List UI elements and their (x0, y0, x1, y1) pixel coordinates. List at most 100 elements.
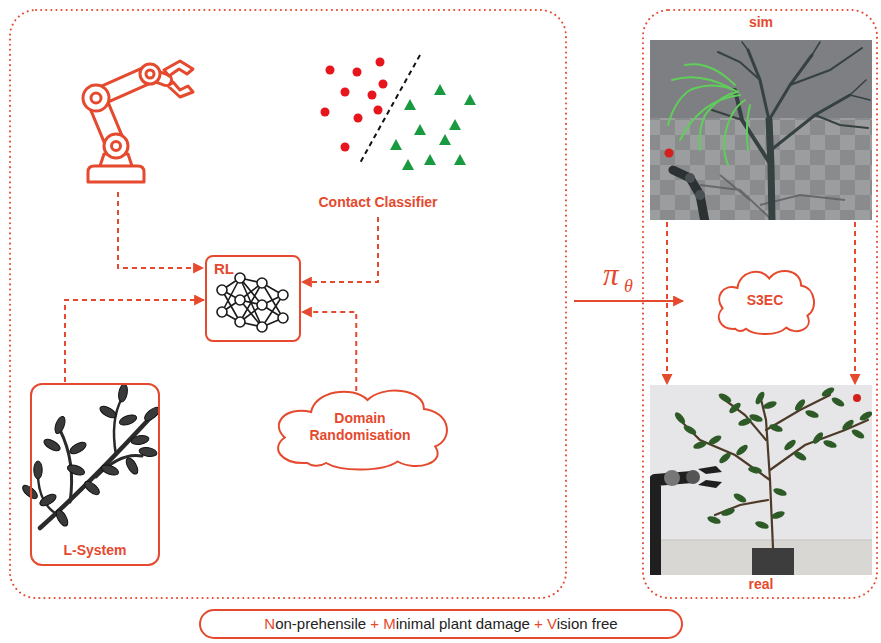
dashed-connector (302, 312, 356, 391)
summary-pill: Non-prehensile + Minimal plant damage + … (199, 609, 683, 639)
illustration-part (146, 70, 154, 78)
illustration-part (718, 451, 733, 465)
s3ec-cloud-text: S3EC (747, 292, 784, 309)
illustration-part (732, 492, 747, 505)
illustration-part (88, 166, 144, 182)
illustration-part (650, 540, 872, 541)
cloud-outline-path (278, 391, 447, 470)
illustration-part (353, 68, 362, 77)
illustration-part (698, 466, 722, 488)
summary-text-run: M (383, 615, 396, 632)
cloud-outline-path (719, 271, 814, 334)
illustration-part (770, 510, 785, 521)
illustration-part (38, 478, 58, 515)
policy-symbol: π (603, 259, 619, 290)
illustration-part (793, 398, 807, 413)
training-region (10, 10, 566, 598)
illustration-part (390, 139, 402, 150)
illustration-part (117, 383, 128, 402)
illustration-part (822, 439, 837, 450)
illustration-part (665, 149, 674, 158)
neural-network-icon (217, 273, 288, 332)
illustration-part (748, 466, 763, 475)
illustration-part (850, 428, 865, 441)
illustration-part (707, 434, 722, 447)
illustration-part (124, 456, 140, 476)
illustration-part (682, 424, 697, 437)
illustration-part (712, 110, 742, 120)
dashed-connector (666, 222, 668, 384)
illustration-part (650, 40, 872, 220)
rl-box: RL (205, 255, 301, 342)
classifier-label-text: Contact Classifier (318, 194, 437, 211)
illustration-part (748, 50, 769, 120)
illustration-part (768, 423, 783, 434)
illustration-part (118, 413, 138, 427)
policy-transfer-arrow (574, 300, 683, 302)
illustration-part (222, 278, 283, 327)
illustration-part (680, 95, 740, 140)
dashed-connector (854, 222, 856, 384)
illustration-part (53, 415, 67, 435)
illustration-part (40, 418, 150, 528)
robot-to-rl-arrow (118, 192, 203, 268)
illustration-part (650, 540, 872, 575)
illustration-part (742, 42, 870, 100)
illustration-part (804, 409, 819, 420)
illustration-part (341, 88, 350, 97)
illustration-part (790, 48, 862, 85)
illustration-part (771, 95, 850, 150)
illustration-part (38, 398, 150, 528)
illustration-part (354, 114, 363, 123)
illustration-part (686, 470, 700, 484)
illustration-part (374, 106, 383, 115)
illustration-part (772, 487, 787, 498)
sim-panel: sim (650, 14, 872, 220)
illustration-part (168, 82, 193, 97)
dashed-connector (302, 217, 378, 282)
illustration-part (792, 450, 807, 463)
illustration-part (38, 492, 58, 508)
illustration-part (100, 463, 120, 477)
l-system-box-text: L-System (63, 542, 126, 559)
summary-text-run: + (534, 615, 543, 632)
summary-text-run: on-prehensile (275, 615, 370, 632)
domain-randomisation-cloud: Domain Randomisation (266, 382, 454, 472)
illustration-part (685, 173, 695, 183)
illustration-part (685, 64, 735, 85)
illustration-part (434, 84, 446, 95)
illustration-part (68, 440, 88, 456)
illustration-part (54, 508, 70, 528)
illustration-part (706, 515, 721, 526)
illustration-part (672, 77, 730, 88)
illustration-part (664, 470, 680, 486)
real-panel: real (650, 385, 872, 593)
illustration-part (402, 159, 414, 170)
summary-text-run: V (547, 615, 557, 632)
illustration-part (747, 105, 750, 150)
illustration-part (257, 300, 267, 310)
illustration-part (724, 100, 745, 165)
illustration-part (376, 58, 385, 67)
illustration-part (449, 119, 461, 130)
s3ec-cloud: S3EC (712, 264, 818, 336)
domain-randomisation-cloud-text: Domain Randomisation (304, 410, 416, 444)
illustration-part (762, 400, 777, 411)
rl-box-text: RL (214, 260, 234, 278)
sim-panel-text: sim (749, 14, 773, 31)
illustration-part (42, 437, 62, 453)
illustration-part (96, 455, 142, 477)
illustration-part (650, 385, 872, 575)
illustration-part (278, 313, 288, 323)
illustration-part (217, 285, 227, 295)
dashed-connector (65, 300, 204, 382)
summary-text-run: ision free (557, 615, 618, 632)
illustration-part (735, 443, 750, 457)
simulation-render (650, 40, 872, 220)
illustration-part (692, 440, 707, 451)
illustration-part (424, 154, 436, 165)
l-system-branch (20, 383, 161, 528)
illustration-part (217, 307, 227, 317)
